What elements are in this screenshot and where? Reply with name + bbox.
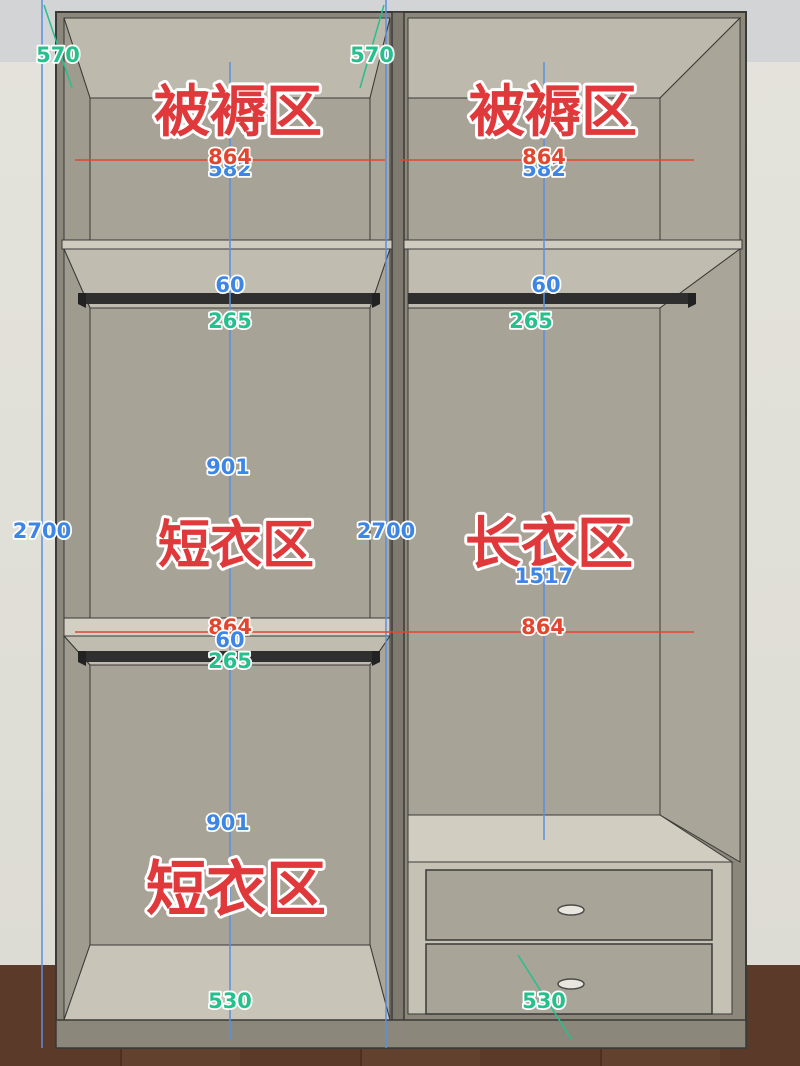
- dim-rail-offset-left: 265: [208, 309, 252, 333]
- upper-drawer-handle[interactable]: [557, 904, 585, 916]
- dim-rail-offset-right: 265: [509, 309, 553, 333]
- dim-total-height-left: 2700: [13, 519, 71, 543]
- dim-mid-width-right: 864: [521, 615, 565, 639]
- zone-label-short-lower: 短衣区: [146, 855, 326, 925]
- dim-rail-drop-right: 60: [531, 273, 560, 297]
- depth-line-left: [43, 4, 73, 89]
- dim-quilt-width-left: 864: [208, 145, 252, 169]
- plinth: [55, 1019, 747, 1049]
- zone-label-long: 长衣区: [465, 512, 633, 577]
- dim-quilt-height-right: 582: [522, 157, 566, 181]
- drawer-unit: [407, 814, 734, 1015]
- dim-lower-rail-offset: 265: [208, 649, 252, 673]
- depth-line-right: [359, 4, 385, 89]
- dim-bottom-left: 530: [208, 989, 252, 1013]
- dim-top-depth-right: 570: [350, 43, 394, 67]
- dim-total-height-right: 2700: [357, 519, 415, 543]
- right-long-hanging-compartment: [407, 248, 742, 863]
- dim-mid-width-left: 864: [208, 615, 252, 639]
- dim-lower-rail-drop: 60: [215, 628, 244, 652]
- dim-quilt-width-right: 864: [522, 145, 566, 169]
- dim-long-height: 1517: [515, 564, 573, 588]
- zone-label-short-upper: 短衣区: [158, 516, 314, 576]
- upper-drawer[interactable]: [425, 869, 713, 941]
- left-lower-rail: [78, 651, 380, 666]
- bottom-depth-line-right: [517, 954, 573, 1041]
- dim-top-depth-left: 570: [36, 43, 80, 67]
- dimension-lines: [41, 0, 694, 1048]
- left-shelf-top: [61, 239, 393, 250]
- lower-drawer-handle[interactable]: [557, 978, 585, 990]
- dim-rail-drop-left: 60: [215, 273, 244, 297]
- right-quilt-compartment: [407, 16, 742, 241]
- dim-short-lower-height: 901: [206, 811, 250, 835]
- zone-label-quilt-left: 被褥区: [154, 80, 322, 145]
- dim-bottom-right: 530: [522, 989, 566, 1013]
- dim-short-upper-height: 901: [206, 455, 250, 479]
- left-upper-rail: [78, 293, 380, 308]
- zone-label-quilt-right: 被褥区: [469, 80, 637, 145]
- right-rail: [408, 293, 696, 308]
- dim-quilt-height-left: 582: [208, 157, 252, 181]
- right-shelf-top: [403, 239, 743, 250]
